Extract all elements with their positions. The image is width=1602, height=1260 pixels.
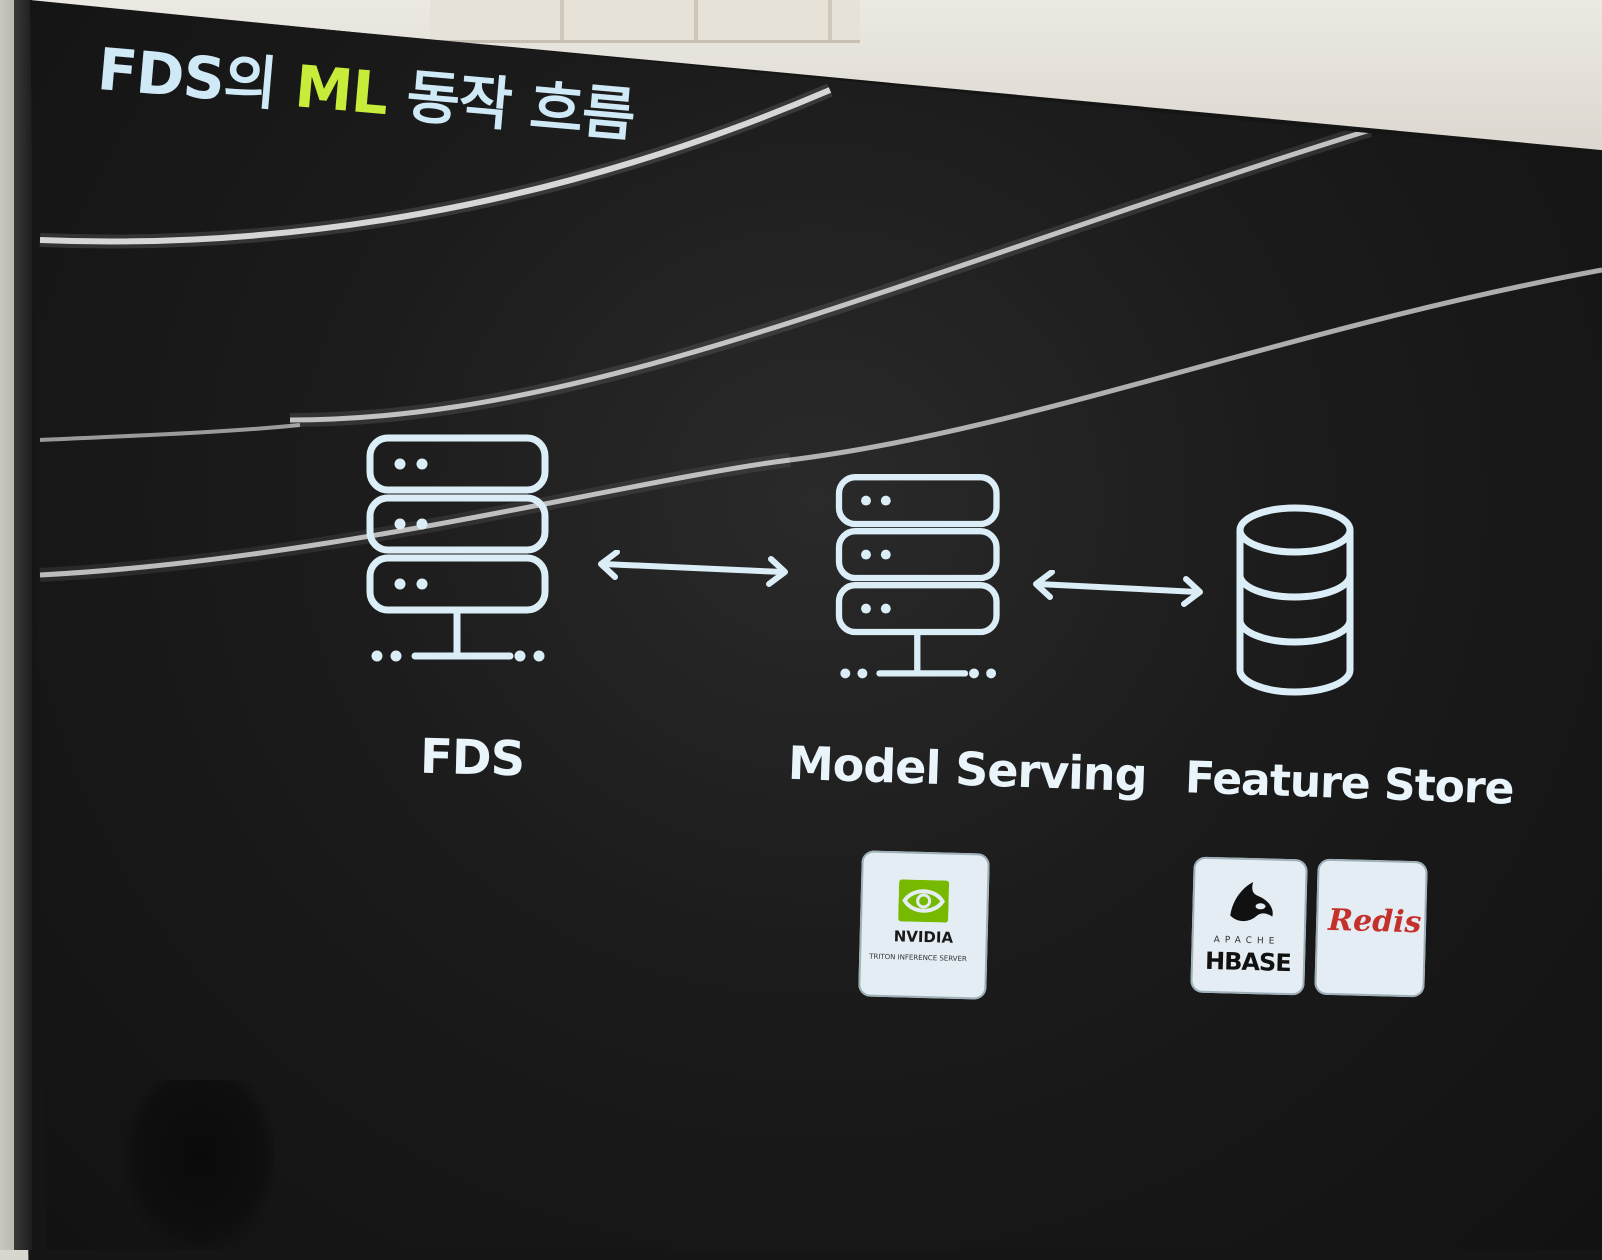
apache-hbase-logo: APACHE HBASE — [1190, 856, 1308, 996]
nvidia-eye-icon — [898, 879, 950, 923]
fds-label: FDS — [419, 728, 525, 788]
hbase-wordmark: HBASE — [1204, 946, 1292, 978]
title-prefix: FDS의 — [94, 34, 299, 120]
redis-wordmark: Redis — [1327, 902, 1422, 941]
hbase-apache-text: APACHE — [1213, 935, 1280, 947]
bidirectional-arrow-icon — [598, 550, 788, 587]
title-highlight-ml: ML — [292, 52, 391, 129]
bidirectional-arrow-icon — [1033, 570, 1203, 607]
nvidia-wordmark: NVIDIA — [893, 927, 954, 947]
brick-wall — [430, 0, 860, 43]
server-icon — [835, 474, 1000, 679]
server-icon — [366, 434, 549, 662]
redis-logo: Redis — [1314, 858, 1428, 998]
orca-icon — [1230, 882, 1273, 922]
viewer-reflection — [125, 1080, 275, 1250]
slide-screen: FDS의 ML 동작 흐름 — [30, 0, 1602, 1250]
triton-caption: TRITON INFERENCE SERVER — [869, 952, 967, 964]
model-serving-node — [830, 470, 1010, 699]
monitor-bezel — [14, 0, 32, 1250]
feature-store-node — [1230, 500, 1360, 709]
fds-node — [360, 430, 560, 684]
database-icon — [1236, 504, 1354, 696]
light-glare — [39, 83, 1602, 582]
nvidia-triton-logo: NVIDIA TRITON INFERENCE SERVER — [858, 850, 990, 1000]
